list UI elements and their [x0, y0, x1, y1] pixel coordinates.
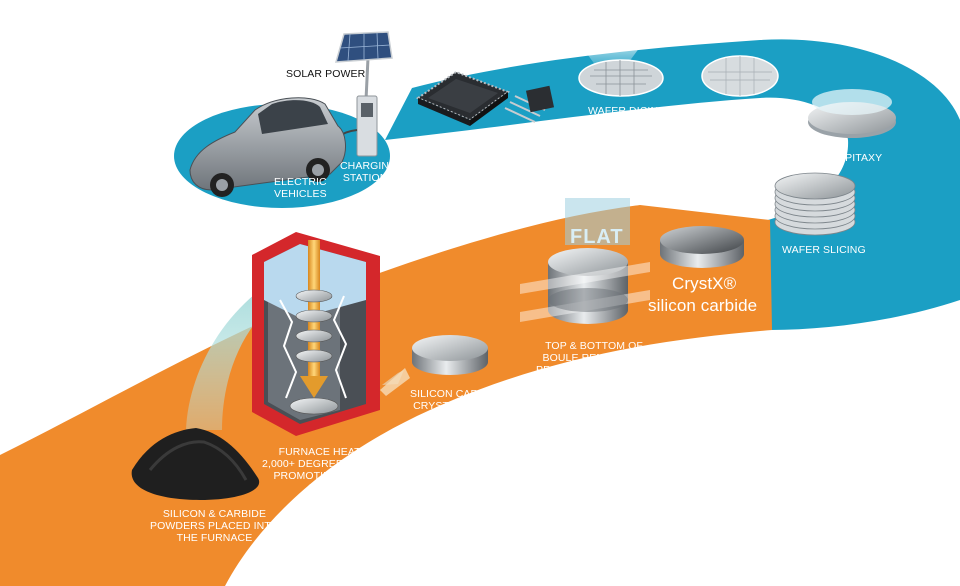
crystx-label: CrystX® [672, 274, 737, 293]
chip-icon [415, 70, 511, 126]
epitaxy-wafer-icon [808, 89, 896, 138]
top-bottom-label: TOP & BOTTOM OF BOULE REMOVED & PRIMARY … [536, 340, 652, 376]
furnace-heats-line-3: PROMOTING CRYSTAL [273, 470, 391, 482]
furnace-heats-line-1: FURNACE HEATS TO [278, 446, 386, 458]
wafer-stack-icon [774, 172, 856, 236]
charging-stations-label: CHARGING STATIONS [340, 160, 397, 184]
powders-line-3: THE FURNACE [176, 532, 253, 544]
electric-vehicles-line-1: ELECTRIC [274, 176, 327, 188]
wafer-slicing-label: WAFER SLICING [782, 244, 866, 256]
solar-power-label: SOLAR POWER [286, 68, 366, 80]
top-bottom-line-2: BOULE REMOVED & [542, 352, 646, 364]
process-arrow [380, 368, 410, 396]
boule-emerges-label: SILICON CARBIDE CRYSTAL BOULE EMERGES [410, 388, 503, 424]
electric-vehicles-label: ELECTRIC VEHICLES [274, 176, 327, 200]
sic-boule-icon [412, 335, 488, 375]
powder-to-furnace-arrow [186, 276, 296, 430]
boule-emerges-line-1: SILICON CARBIDE [410, 388, 504, 400]
charging-station-icon [329, 95, 378, 157]
transistor-icon [504, 85, 555, 123]
charging-stations-line-2: STATIONS [342, 172, 395, 184]
top-bottom-line-3: PRIMARY FLAT ADDED [536, 364, 652, 376]
furnace-heats-line-4: GROWTH [307, 482, 357, 494]
silicon-carbide-label: silicon carbide [648, 296, 758, 315]
furnace-heats-line-2: 2,000+ DEGREES CELSIUS, [262, 458, 402, 470]
device-fabrication-line-2: FABRICATION [712, 118, 783, 130]
flat-label: FLAT [570, 226, 624, 248]
boule-emerges-line-3: EMERGES [429, 412, 484, 424]
solar-panel-icon [334, 31, 393, 101]
top-bottom-line-1: TOP & BOTTOM OF [545, 340, 643, 352]
powders-line-1: SILICON & CARBIDE [162, 508, 267, 520]
powders-line-2: POWDERS PLACED INTO [150, 520, 279, 532]
device-fabrication-wafer-icon [701, 55, 779, 97]
furnace-icon [252, 232, 380, 436]
wafer-dicing-label: WAFER DICING [588, 105, 667, 117]
furnace-heats-label: FURNACE HEATS TO 2,000+ DEGREES CELSIUS,… [262, 446, 402, 494]
device-fabrication-line-1: DEVICE [727, 106, 768, 118]
crystx-disk-icon [660, 226, 744, 268]
epitaxy-label: EPITAXY [838, 152, 883, 164]
furnace-discs [295, 289, 333, 363]
powder-pile-icon [131, 428, 260, 500]
wafer-dicing-icon [574, 20, 664, 97]
electric-vehicles-line-2: VEHICLES [274, 188, 327, 200]
boule-emerges-line-2: CRYSTAL BOULE [413, 400, 500, 412]
charging-stations-line-1: CHARGING [340, 160, 398, 172]
electric-car-icon [189, 97, 346, 197]
device-packaging-label: DEVICE PACKAGING [424, 136, 530, 148]
powders-label: SILICON & CARBIDE POWDERS PLACED INTO TH… [150, 508, 279, 544]
device-fabrication-label: DEVICE FABRICATION [712, 106, 782, 130]
flat-boule-icon [520, 198, 650, 324]
